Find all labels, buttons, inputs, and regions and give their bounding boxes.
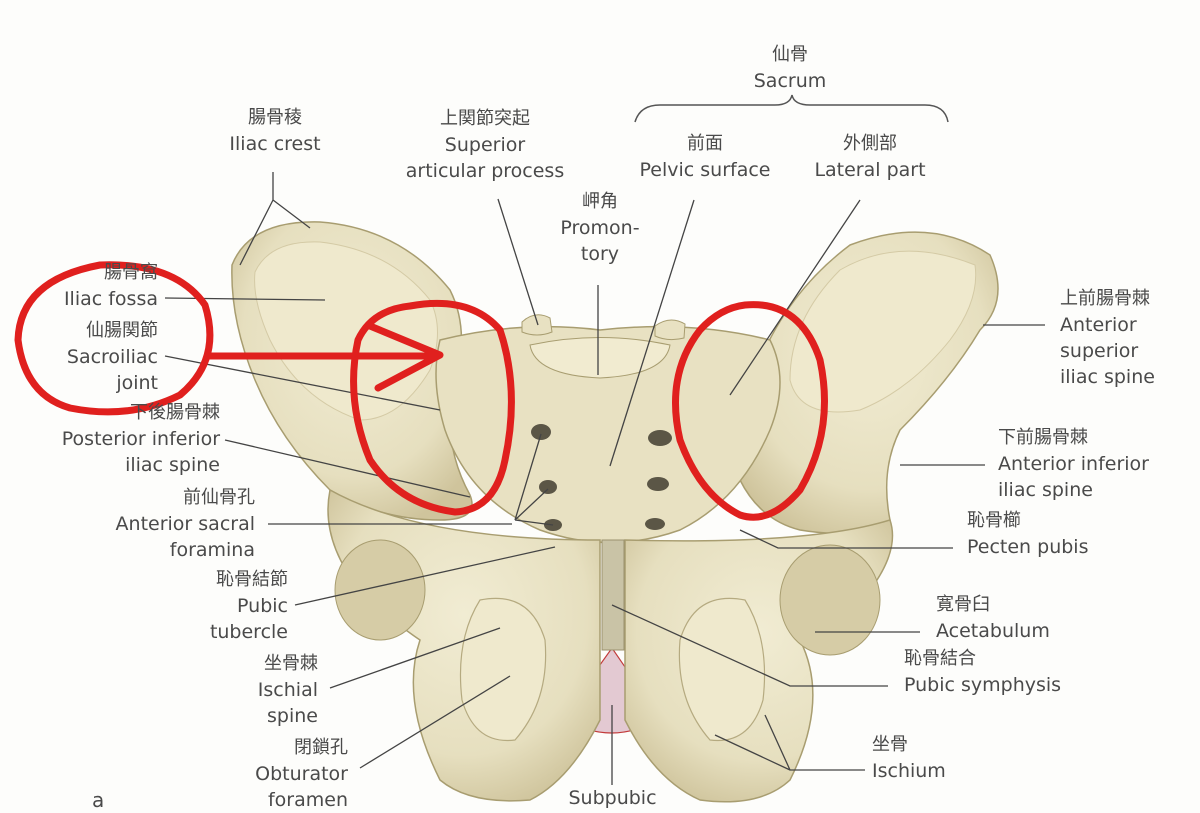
label-sacroiliac-joint: 仙腸関節 Sacroiliac joint — [66, 320, 158, 394]
red-circle-right-joint — [672, 301, 828, 521]
red-annotations — [14, 261, 828, 521]
label-obturator-foramen: 閉鎖孔 Obturator foramen — [255, 737, 348, 811]
sacral-foramen — [645, 518, 665, 530]
red-circle-left-labels — [14, 261, 214, 416]
leader-lines-right — [609, 199, 1045, 785]
red-arrow-head — [366, 322, 444, 392]
red-circle-left-joint — [350, 299, 515, 516]
sacral-foramen — [531, 424, 551, 440]
sacral-foramen — [648, 430, 672, 446]
label-pelvic-surface: 前面 Pelvic surface — [639, 133, 771, 181]
superior-articular-left — [521, 314, 553, 336]
label-promontory: 岬角 Promon- tory — [560, 191, 640, 265]
label-pubic-tubercle: 恥骨結節 Pubic tubercle — [209, 569, 288, 643]
left-acetabulum — [334, 539, 426, 641]
label-anterior-inferior-iliac-spine: 下前腸骨棘 Anterior inferior iliac spine — [998, 427, 1149, 501]
superior-articular-right — [654, 319, 686, 341]
left-ilium-inner — [254, 241, 438, 421]
label-ischium: 坐骨 Ischium — [872, 734, 946, 782]
label-sacrum: 仙骨 Sacrum — [753, 44, 827, 92]
right-ilium-inner — [789, 250, 977, 413]
right-acetabulum — [779, 544, 881, 656]
right-obturator-foramen — [678, 597, 766, 742]
sacral-foramen — [647, 477, 669, 491]
sacrum — [435, 325, 781, 544]
sacral-foramen — [539, 480, 557, 494]
label-posterior-inferior-iliac-spine: 下後腸骨棘 Posterior inferior iliac spine — [61, 402, 220, 476]
panel-letter: a — [92, 788, 105, 812]
leader-lines-left — [164, 172, 599, 769]
label-lateral-part: 外側部 Lateral part — [814, 133, 926, 181]
sacrum-brace — [634, 94, 949, 123]
label-anterior-superior-iliac-spine: 上前腸骨棘 Anterior superior iliac spine — [1060, 288, 1155, 388]
label-subpubic: Subpubic — [568, 787, 657, 809]
pubic-symphysis-disc — [601, 539, 625, 651]
label-pecten-pubis: 恥骨櫛 Pecten pubis — [967, 510, 1089, 558]
label-pubic-symphysis: 恥骨結合 Pubic symphysis — [904, 648, 1062, 696]
label-iliac-fossa: 腸骨窩 Iliac fossa — [63, 262, 158, 310]
label-ischial-spine: 坐骨棘 Ischial spine — [257, 653, 318, 727]
label-iliac-crest: 腸骨稜 Iliac crest — [229, 107, 321, 155]
sacrum-base — [529, 337, 671, 379]
label-anterior-sacral-foramina: 前仙骨孔 Anterior sacral foramina — [115, 487, 255, 561]
label-superior-articular-process: 上関節突起 Superior articular process — [405, 108, 565, 182]
label-acetabulum: 寛骨臼 Acetabulum — [936, 594, 1050, 642]
